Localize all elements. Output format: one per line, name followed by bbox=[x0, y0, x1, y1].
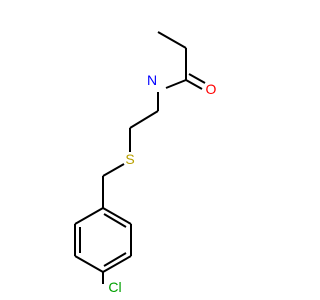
atom-label-s: S bbox=[125, 151, 134, 167]
ring-bond-6 bbox=[74, 207, 104, 225]
bond-carbonyl-n bbox=[165, 79, 187, 89]
bond-carbonyl-o-1 bbox=[185, 79, 203, 90]
bond-s-ch2 bbox=[102, 163, 125, 177]
ring-bond-1 bbox=[102, 207, 132, 225]
atom-label-n: N bbox=[147, 72, 157, 88]
molecule-structure: N O S Cl bbox=[74, 31, 217, 295]
bond-carbonyl-o-2 bbox=[188, 73, 206, 84]
atom-label-cl: Cl bbox=[108, 279, 121, 295]
structure-canvas: N O S Cl bbox=[74, 31, 217, 295]
ring-inner-bond-1 bbox=[103, 213, 127, 228]
ring-inner-bond-2 bbox=[103, 252, 127, 267]
atom-label-o: O bbox=[206, 81, 217, 97]
bond-ch3-ch2 bbox=[157, 31, 187, 49]
ring-bond-4 bbox=[74, 255, 104, 273]
ring-bond-3 bbox=[102, 255, 132, 273]
bond-ch2-ch2 bbox=[129, 110, 159, 129]
